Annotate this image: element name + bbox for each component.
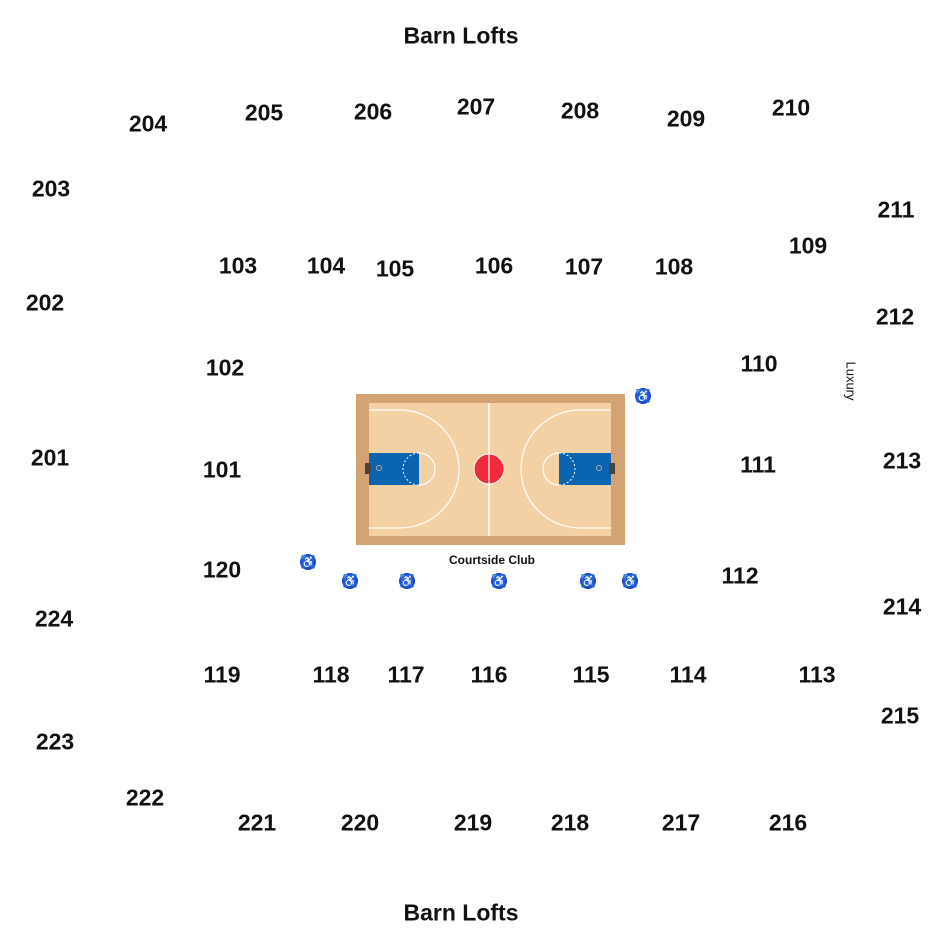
section-118[interactable]: 118 <box>312 661 350 688</box>
section-209[interactable]: 209 <box>666 105 706 132</box>
section-115[interactable]: 115 <box>572 661 610 688</box>
section-117[interactable]: 117 <box>387 661 425 688</box>
top-label: Barn Lofts <box>403 22 519 49</box>
section-211[interactable]: 211 <box>877 196 915 223</box>
wheelchair-icon: ♿ <box>342 573 358 589</box>
section-120[interactable]: 120 <box>202 556 242 583</box>
wheelchair-icon: ♿ <box>622 573 638 589</box>
section-217[interactable]: 217 <box>661 809 701 836</box>
wheelchair-icon: ♿ <box>491 573 507 589</box>
wheelchair-icon: ♿ <box>580 573 596 589</box>
courtside-club-label[interactable]: Courtside Club <box>449 553 535 567</box>
section-101[interactable]: 101 <box>202 456 242 483</box>
section-102[interactable]: 102 <box>205 354 245 381</box>
section-113[interactable]: 113 <box>798 661 836 688</box>
left-three-point-line <box>369 409 460 529</box>
section-204[interactable]: 204 <box>128 110 168 137</box>
luxury-label[interactable]: Luxury <box>843 361 859 401</box>
section-220[interactable]: 220 <box>340 809 380 836</box>
section-206[interactable]: 206 <box>353 98 393 125</box>
right-three-point-line <box>520 409 611 529</box>
section-110[interactable]: 110 <box>740 350 778 377</box>
section-222[interactable]: 222 <box>125 784 165 811</box>
section-119[interactable]: 119 <box>203 661 241 688</box>
section-214[interactable]: 214 <box>882 593 922 620</box>
section-205[interactable]: 205 <box>244 99 284 126</box>
section-224[interactable]: 224 <box>34 605 74 632</box>
section-107[interactable]: 107 <box>564 253 604 280</box>
section-114[interactable]: 114 <box>669 661 707 688</box>
section-105[interactable]: 105 <box>375 255 415 282</box>
section-201[interactable]: 201 <box>30 444 70 471</box>
bottom-label: Barn Lofts <box>403 899 519 926</box>
section-108[interactable]: 108 <box>654 253 694 280</box>
section-216[interactable]: 216 <box>768 809 808 836</box>
section-219[interactable]: 219 <box>453 809 493 836</box>
section-111[interactable]: 111 <box>740 451 776 478</box>
right-hoop <box>609 463 615 474</box>
section-215[interactable]: 215 <box>880 702 920 729</box>
section-116[interactable]: 116 <box>470 661 508 688</box>
section-112[interactable]: 112 <box>721 562 759 589</box>
left-paint <box>369 453 419 485</box>
section-218[interactable]: 218 <box>550 809 590 836</box>
section-210[interactable]: 210 <box>771 94 811 121</box>
wheelchair-icon: ♿ <box>635 388 651 404</box>
section-202[interactable]: 202 <box>25 289 65 316</box>
section-208[interactable]: 208 <box>560 97 600 124</box>
right-paint <box>559 453 611 485</box>
wheelchair-icon: ♿ <box>399 573 415 589</box>
section-207[interactable]: 207 <box>456 93 496 120</box>
section-212[interactable]: 212 <box>875 303 915 330</box>
left-hoop <box>365 463 371 474</box>
section-203[interactable]: 203 <box>31 175 71 202</box>
section-106[interactable]: 106 <box>474 252 514 279</box>
section-221[interactable]: 221 <box>237 809 277 836</box>
section-103[interactable]: 103 <box>218 252 258 279</box>
section-223[interactable]: 223 <box>35 728 75 755</box>
section-213[interactable]: 213 <box>882 447 922 474</box>
section-109[interactable]: 109 <box>788 232 828 259</box>
section-104[interactable]: 104 <box>306 252 346 279</box>
wheelchair-icon: ♿ <box>300 554 316 570</box>
